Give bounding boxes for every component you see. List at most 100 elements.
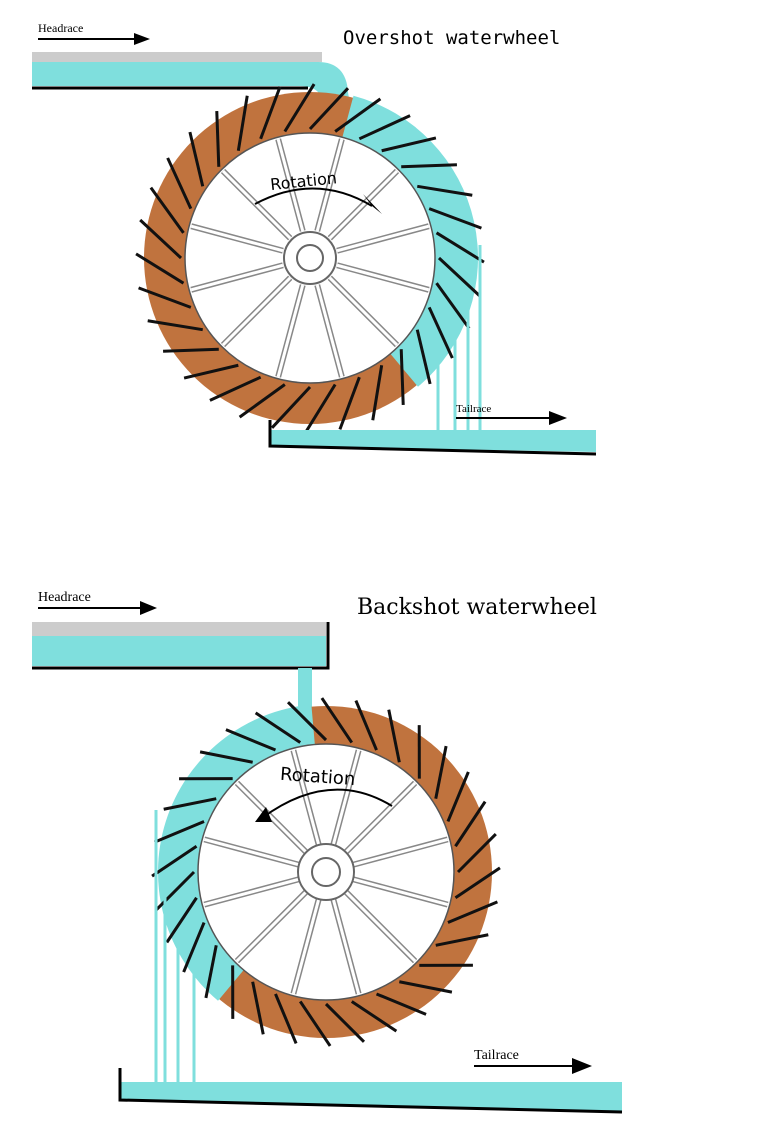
paddle [166, 157, 193, 210]
spoke-inner [276, 138, 305, 232]
spoke-inner [336, 224, 430, 253]
overshot-tailrace-channel [268, 420, 597, 456]
paddle [209, 375, 262, 402]
backshot-wheel [151, 697, 501, 1047]
paddle [182, 921, 206, 973]
paddle [454, 800, 487, 848]
spoke-inner [291, 898, 321, 995]
paddle [238, 383, 286, 419]
paddle [139, 218, 183, 260]
paddle [454, 866, 501, 899]
spoke-inner [331, 749, 361, 846]
paddle [215, 111, 221, 167]
spoke-inner [331, 898, 361, 995]
spoke-inner [221, 276, 292, 347]
paddle [163, 347, 219, 353]
spoke-inner [291, 749, 321, 846]
paddle [456, 832, 497, 874]
spoke-inner [315, 284, 344, 378]
paddle [151, 845, 198, 878]
paddle [155, 870, 196, 912]
paddle [199, 750, 253, 764]
paddle [163, 797, 217, 811]
paddle [428, 207, 482, 230]
spoke-inner [344, 890, 417, 963]
spoke-inner [235, 890, 308, 963]
paddle [399, 980, 453, 994]
overshot-title: Overshot waterwheel [343, 27, 560, 49]
paddle [427, 306, 454, 359]
spoke-inner [203, 877, 300, 907]
paddle [320, 697, 353, 744]
backshot-paddles [151, 697, 501, 1047]
paddle [254, 711, 302, 744]
spoke-inner [221, 169, 292, 240]
overshot-spokes [190, 138, 430, 378]
paddle [138, 286, 192, 309]
backshot-diagram: Headrace Tailrace Backshot waterwheel Ro… [32, 590, 623, 1114]
paddle [154, 820, 205, 844]
paddle [149, 186, 185, 234]
spoke-inner [190, 224, 284, 253]
paddle [434, 745, 448, 799]
overshot-outflow-streams [436, 245, 482, 430]
paddle [188, 131, 205, 187]
paddle [259, 86, 282, 140]
paddle [251, 981, 265, 1035]
backshot-headrace-arrow [38, 601, 157, 615]
backshot-spokes [203, 749, 449, 995]
overshot-water-buckets [342, 95, 478, 387]
overshot-headrace-arrow [38, 33, 150, 45]
paddle [183, 363, 239, 380]
paddle [204, 945, 218, 999]
backshot-tailrace-arrow [474, 1058, 592, 1074]
overshot-headrace-label: Headrace [38, 21, 83, 35]
backshot-rotation-arrow [255, 788, 393, 822]
paddle [437, 256, 481, 298]
overshot-headrace-flume [32, 52, 352, 118]
paddle [135, 252, 185, 285]
backshot-tailrace-channel [118, 1068, 623, 1114]
paddle [308, 87, 350, 131]
backshot-headrace-label: Headrace [38, 590, 91, 605]
paddle [371, 365, 384, 421]
paddle [324, 1002, 366, 1043]
overshot-tailrace-arrow [456, 411, 567, 425]
paddle [225, 728, 277, 752]
backshot-rotation-label: Rotation [279, 764, 356, 790]
overshot-panel: Headrace Tailrace Overshot waterwheel Ro… [0, 0, 763, 470]
paddle [236, 95, 249, 151]
paddle [286, 701, 328, 742]
overshot-tailrace-label: Tailrace [456, 403, 491, 415]
paddle [350, 1000, 398, 1033]
paddle [381, 136, 437, 153]
spoke-inner [235, 781, 308, 854]
spoke-inner [336, 263, 430, 292]
overshot-diagram: Headrace Tailrace Overshot waterwheel Ro… [32, 21, 597, 456]
paddle [304, 383, 337, 433]
paddle [165, 896, 198, 944]
paddle [283, 83, 316, 133]
backshot-title: Backshot waterwheel [357, 595, 597, 620]
backshot-tailrace-label: Tailrace [474, 1048, 519, 1063]
spoke-inner [328, 276, 399, 347]
spoke-inner [276, 284, 305, 378]
paddle [447, 900, 498, 924]
spoke-inner [315, 138, 344, 232]
spoke-inner [352, 877, 449, 907]
paddle [299, 1000, 332, 1047]
spoke-inner [352, 837, 449, 867]
spoke-inner [190, 263, 284, 292]
spoke-inner [344, 781, 417, 854]
paddle [435, 231, 485, 264]
paddle [401, 163, 457, 169]
paddle [338, 376, 361, 430]
paddle [354, 700, 378, 751]
paddle [358, 114, 411, 141]
overshot-rotation-arrow [254, 187, 382, 214]
paddle [415, 329, 432, 385]
paddle [417, 184, 473, 197]
paddle [446, 771, 470, 823]
spoke-inner [328, 169, 399, 240]
backshot-headrace-flume [32, 622, 330, 708]
